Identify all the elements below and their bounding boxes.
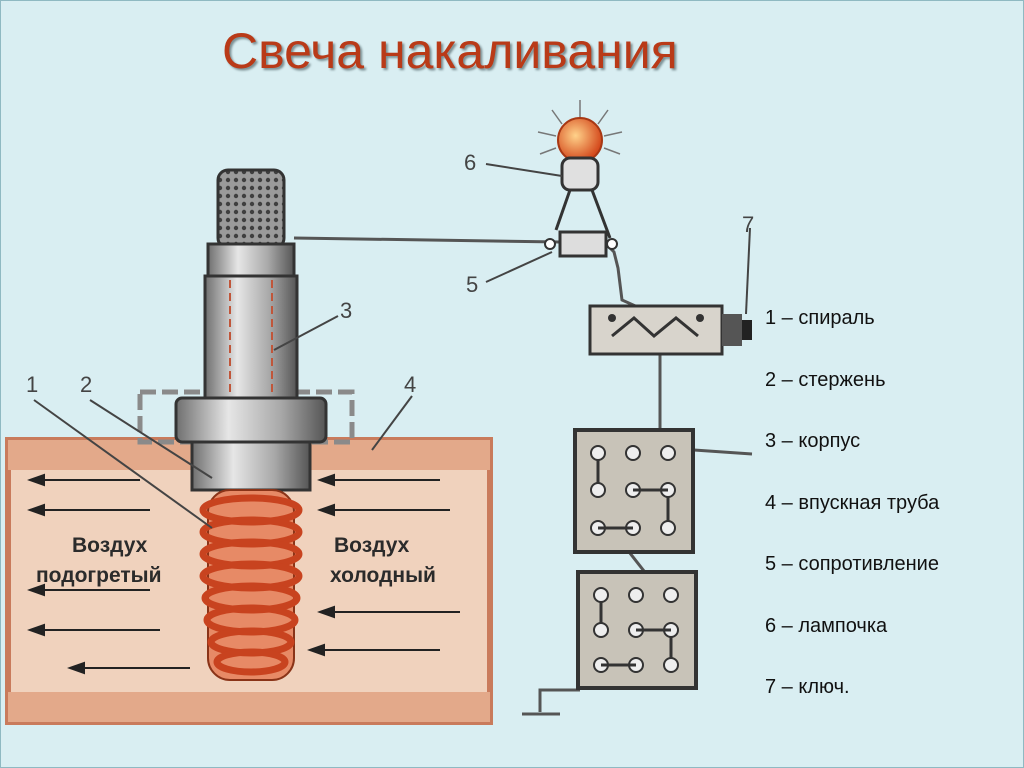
legend-list: 1 – спираль 2 – стержень 3 – корпус 4 – … (765, 304, 939, 735)
callout-2: 2 (80, 372, 92, 397)
callout-6: 6 (464, 150, 476, 175)
resistor (544, 230, 618, 258)
slide-title: Свеча накаливания (222, 23, 678, 79)
legend-item-rod: 2 – стержень (765, 368, 886, 391)
air-heated-label-2: подогретый (36, 564, 162, 587)
battery-upper (573, 428, 695, 554)
air-cold-label-1: Воздух (334, 534, 410, 557)
legend-item-key: 7 – ключ. (765, 676, 850, 698)
callout-3: 3 (340, 298, 352, 323)
legend-item-lamp: 6 – лампочка (765, 614, 888, 637)
legend-item-intake-pipe: 4 – впускная труба (765, 491, 940, 514)
air-flow-arrows (27, 473, 460, 675)
callout-5: 5 (466, 272, 478, 297)
air-cold-label-2: холодный (330, 564, 436, 587)
ignition-key (588, 304, 752, 356)
callout-4: 4 (404, 372, 416, 397)
air-heated-label-1: Воздух (72, 534, 148, 557)
lamp (537, 100, 623, 239)
spiral-coil (199, 494, 303, 676)
callout-7: 7 (742, 212, 754, 237)
legend-item-resistor: 5 – сопротивление (765, 553, 939, 575)
legend-item-body: 3 – корпус (765, 430, 861, 452)
legend-item-spiral: 1 – спираль (765, 307, 875, 329)
callout-leaders (33, 163, 751, 529)
battery-lower (576, 570, 698, 690)
callout-1: 1 (26, 372, 38, 397)
